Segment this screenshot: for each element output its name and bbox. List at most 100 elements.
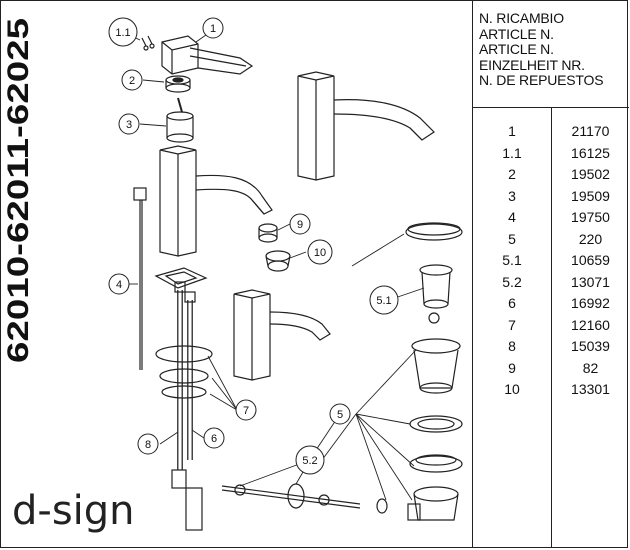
callout-8: 8: [137, 433, 159, 455]
lift-rod-part: [133, 187, 147, 370]
callout-9: 9: [289, 213, 311, 235]
callout-circle: [235, 399, 257, 421]
column-divider: [551, 107, 552, 547]
header-line: ARTICLE N.: [479, 25, 554, 42]
item-code: 12160: [571, 316, 610, 333]
callout-6: 6: [203, 427, 225, 449]
aerator-housing-part: [265, 250, 291, 272]
callout-1: 1: [202, 17, 224, 39]
callout-5-2: 5.2: [295, 445, 325, 475]
callout-4: 4: [108, 273, 130, 295]
item-code: 16125: [571, 144, 610, 161]
callout-label: 8: [145, 439, 151, 451]
callout-label: 2: [129, 75, 135, 87]
item-code: 82: [582, 359, 599, 376]
table-row: 1 21170: [473, 123, 629, 145]
header-line: N. DE REPUESTOS: [479, 72, 604, 88]
table-row: 1.1 16125: [473, 145, 629, 167]
item-number: 1.1: [502, 144, 522, 161]
aerator-part: [258, 223, 278, 243]
item-number: 2: [508, 166, 516, 182]
lever-handle-part: [161, 35, 254, 75]
callout-circle: [137, 433, 159, 455]
table-row: 2 19502: [473, 166, 629, 188]
callout-circle: [369, 285, 399, 315]
item-number: 1: [508, 123, 516, 139]
item-number: 4: [508, 209, 516, 225]
item-code: 10659: [571, 252, 610, 268]
flexible-hoses-part: [171, 281, 203, 531]
tall-faucet-body: [159, 145, 273, 257]
callout-5: 5: [329, 403, 351, 425]
callout-2: 2: [121, 69, 143, 91]
item-code: 19750: [571, 209, 610, 225]
callout-3: 3: [118, 113, 140, 135]
header-line: ARTICLE N.: [479, 41, 554, 57]
callout-7: 7: [235, 399, 257, 421]
callout-circle: [118, 113, 140, 135]
item-number: 5.2: [502, 273, 522, 290]
callout-label: 6: [211, 433, 217, 445]
callout-label: 5.1: [376, 295, 391, 307]
table-row: 3 19509: [473, 188, 629, 210]
callout-label: 5: [337, 409, 343, 421]
washers-part: [155, 345, 213, 399]
header-line: EINZELHEIT NR.: [479, 56, 585, 73]
item-number: 9: [508, 359, 516, 376]
callout-group: 1.1 1 2 3 9 10 4 5.1 5 7 8 6 5.2: [108, 17, 399, 475]
table-row: 8 15039: [473, 338, 629, 360]
table-row: 5.1 10659: [473, 252, 629, 274]
item-number: 5.1: [502, 252, 522, 268]
exploded-view: 1.1 1 2 3 9 10 4 5.1 5 7 8 6 5.2: [108, 17, 463, 531]
linkage-rod-part: [221, 483, 361, 509]
callout-1-1: 1.1: [108, 17, 138, 47]
callout-circle: [202, 17, 224, 39]
callout-circle: [329, 403, 351, 425]
table-row: 10 13301: [473, 381, 629, 403]
high-spout-faucet: [297, 71, 435, 181]
callout-circle: [121, 69, 143, 91]
callout-label: 1.1: [115, 27, 130, 39]
ring-part: [165, 75, 191, 93]
parts-table: N. RICAMBIO ARTICLE N. ARTICLE N. EINZEL…: [472, 1, 629, 547]
item-number: 6: [508, 295, 516, 311]
item-code: 16992: [571, 295, 610, 311]
item-number: 8: [508, 338, 516, 354]
callout-label: 9: [297, 219, 303, 231]
header-line: N. RICAMBIO: [479, 10, 564, 26]
low-faucet-body: [233, 289, 331, 381]
callout-circle: [289, 213, 311, 235]
leader-lines: [122, 29, 425, 501]
callout-circle: [108, 273, 130, 295]
callout-label: 3: [126, 119, 132, 131]
item-code: 13071: [571, 273, 610, 290]
screw-part: [141, 35, 155, 51]
item-code: 15039: [571, 338, 610, 354]
item-number: 5: [508, 230, 516, 247]
table-row: 7 12160: [473, 317, 629, 339]
item-number: 7: [508, 316, 516, 333]
item-code: 19509: [571, 187, 610, 204]
item-number: 3: [508, 187, 516, 204]
item-code: 13301: [571, 381, 610, 397]
callout-label: 1: [210, 23, 216, 35]
callout-label: 4: [116, 279, 122, 291]
model-code: 62010-62011-62025: [4, 18, 34, 363]
callout-circle: [307, 239, 333, 265]
base-plate-part: [154, 267, 208, 289]
pop-up-waste-parts: [376, 222, 463, 521]
callout-circle: [108, 17, 138, 47]
item-code: 21170: [571, 123, 610, 139]
brand-logo: d-sign: [12, 488, 135, 534]
table-header: N. RICAMBIO ARTICLE N. ARTICLE N. EINZEL…: [479, 10, 604, 89]
item-code: 19502: [571, 166, 610, 182]
table-row: 4 19750: [473, 209, 629, 231]
item-number: 10: [504, 381, 520, 397]
cartridge-part: [166, 97, 194, 143]
callout-label: 10: [314, 247, 326, 259]
table-row: 9 82: [473, 360, 629, 382]
callout-5-1: 5.1: [369, 285, 399, 315]
